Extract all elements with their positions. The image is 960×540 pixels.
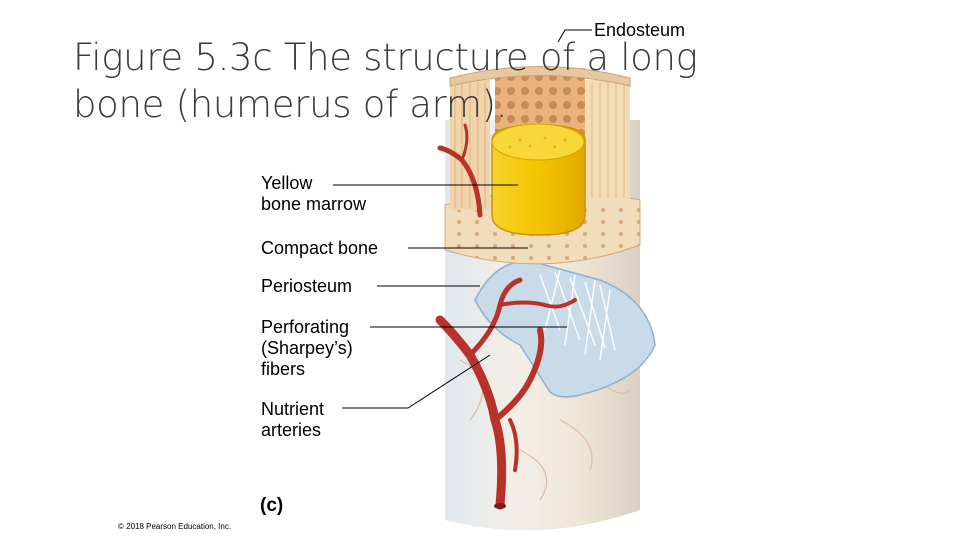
label-nutrient-arteries: Nutrient arteries [261, 399, 325, 440]
nutrient-arteries [435, 123, 577, 510]
leader-endosteum [557, 29, 592, 43]
bone-top-rim [449, 66, 631, 87]
copyright-notice: © 2018 Pearson Education, Inc. [118, 522, 232, 531]
label-periosteum: Periosteum [261, 276, 353, 296]
leader-nutrient-arteries [342, 354, 491, 409]
artery-cut-end [494, 503, 506, 509]
label-perforating-fibers: Perforating (Sharpey’s) fibers [261, 317, 353, 379]
figure-letter: (c) [260, 495, 284, 516]
slide-title: Figure 5.3c The structure of a long bone… [73, 36, 698, 126]
label-yellow-bone-marrow: Yellow bone marrow [261, 173, 367, 214]
perforating-fibers [539, 269, 616, 361]
label-endosteum: Endosteum [594, 20, 686, 40]
label-compact-bone: Compact bone [261, 238, 379, 258]
yellow-marrow-top [491, 123, 585, 161]
